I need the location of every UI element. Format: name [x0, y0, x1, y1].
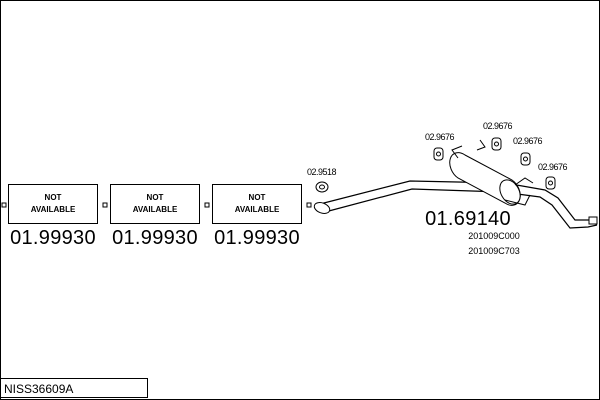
rubber-mount-icon [491, 137, 502, 151]
oem-number: 201009C703 [468, 246, 520, 256]
tailpipe [319, 180, 598, 229]
part-number: 01.99930 [112, 227, 198, 249]
rubber-mount-icon [433, 147, 444, 161]
not-available-label: NOT [248, 193, 266, 202]
mount-part-number: 02.9676 [483, 121, 513, 131]
not-available-label: NOT [146, 193, 164, 202]
not-available-box: NOT AVAILABLE [212, 184, 302, 224]
part-number: 01.99930 [10, 227, 96, 249]
mount-part-number: 02.9676 [538, 162, 568, 172]
part-number: 01.99930 [214, 227, 300, 249]
connector-square [306, 202, 312, 208]
not-available-label: AVAILABLE [132, 205, 178, 214]
rubber-mount-icon [545, 176, 556, 190]
not-available-box: NOT AVAILABLE [8, 184, 98, 224]
not-available-label: NOT [44, 193, 62, 202]
mount-part-number: 02.9676 [425, 132, 455, 142]
connector-square [204, 202, 210, 208]
gasket-part-number: 02.9518 [307, 167, 337, 177]
not-available-label: AVAILABLE [234, 205, 280, 214]
connector-square [102, 202, 108, 208]
connector-square [1, 202, 7, 208]
silencer-part-number: 01.69140 [425, 208, 511, 230]
reference-code: NISS36609A [0, 378, 148, 398]
mount-part-number: 02.9676 [513, 136, 543, 146]
not-available-label: AVAILABLE [30, 205, 76, 214]
rubber-mount-icon [520, 152, 531, 166]
not-available-box: NOT AVAILABLE [110, 184, 200, 224]
front-flange [313, 202, 331, 214]
oem-number: 201009C000 [468, 231, 520, 241]
